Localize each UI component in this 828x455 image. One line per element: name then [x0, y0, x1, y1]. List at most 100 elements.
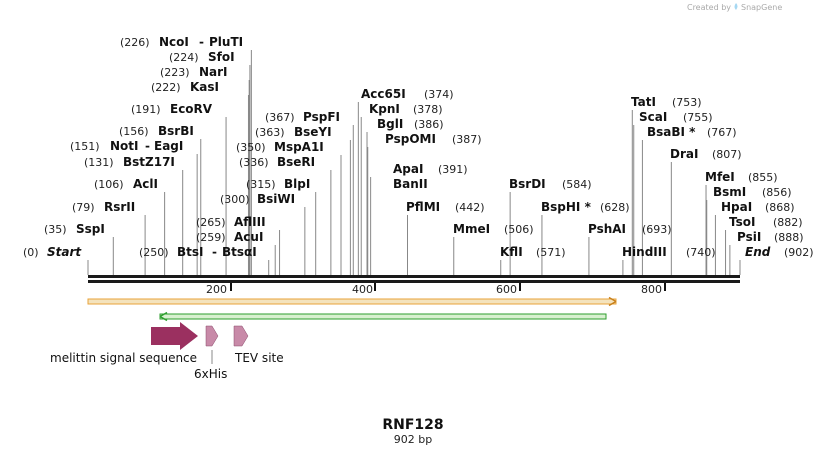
site-bgli-position: (386)	[414, 118, 444, 131]
plasmid-name: RNF128	[382, 417, 443, 433]
site-mspa1i[interactable]: (350) MspA1I	[236, 140, 324, 154]
snapgene-logo-icon	[734, 3, 738, 10]
site-bseri-position: (336)	[239, 156, 269, 169]
site-hindiii[interactable]: HindIII (740)	[622, 245, 716, 259]
site-sspi-label: SspI	[76, 222, 105, 236]
site-noti-eagi[interactable]: (151) NotI - EagI	[70, 139, 183, 153]
site-mspa1i-label: MspA1I	[274, 140, 324, 154]
site-pshai-label: PshAI	[588, 222, 626, 236]
site-mmei-position: (506)	[504, 223, 534, 236]
site-acc65i[interactable]: Acc65I (374)	[361, 87, 454, 101]
site-start-label: Start	[47, 245, 82, 259]
site-pspfi-position: (367)	[265, 111, 295, 124]
site-rsrii-position: (79)	[72, 201, 95, 214]
orf-reverse[interactable]	[159, 311, 607, 322]
site-mfei-label: MfeI	[705, 170, 735, 184]
site-bsrbi-position: (156)	[119, 125, 149, 138]
feature-melittin-signal-sequence[interactable]: melittin signal sequence	[50, 322, 198, 365]
site-pspomi[interactable]: PspOMI (387)	[385, 132, 482, 146]
site-afliii-label: AflIII	[234, 215, 266, 229]
site-bstz17i[interactable]: (131) BstZ17I	[84, 155, 175, 169]
site-bsiwi-position: (300)	[220, 193, 250, 206]
credit-prefix: Created by	[687, 3, 731, 12]
site-ecorv-label: EcoRV	[170, 102, 213, 116]
site-scai-position: (755)	[683, 111, 713, 124]
site-bsiwi[interactable]: (300) BsiWI	[220, 192, 295, 206]
site-afliii-position: (265)	[196, 216, 226, 229]
scale-label-800: 800	[641, 283, 662, 296]
orf-forward-bar	[87, 298, 617, 305]
orf-forward[interactable]	[87, 296, 617, 307]
site-rsrii[interactable]: (79) RsrII	[72, 200, 135, 214]
site-dash-separator: -	[145, 139, 150, 153]
site-bseyi[interactable]: (363) BseYI	[255, 125, 332, 139]
site-mfei[interactable]: MfeI (855)	[705, 170, 778, 184]
backbone-top-strand	[88, 275, 740, 278]
site-drai-position: (807)	[712, 148, 742, 161]
site-tati[interactable]: TatI (753)	[631, 95, 702, 109]
site-acui[interactable]: (259) AcuI	[196, 230, 263, 244]
site-start[interactable]: (0) Start	[23, 245, 82, 259]
site-nari-label: NarI	[199, 65, 228, 79]
site-pshai[interactable]: PshAI (693)	[588, 222, 672, 236]
site-blpi[interactable]: (315) BlpI	[246, 177, 310, 191]
site-bsabi[interactable]: BsaBI * (767)	[647, 125, 737, 139]
site-btsi-btsai[interactable]: (250) BtsI - BtsαI	[139, 245, 257, 259]
site-kasi[interactable]: (222) KasI	[151, 80, 219, 94]
site-sfoi[interactable]: (224) SfoI	[169, 50, 235, 64]
site-bgli[interactable]: BglI (386)	[377, 117, 444, 131]
site-btsi-position: (250)	[139, 246, 169, 259]
site-kasi-position: (222)	[151, 81, 181, 94]
site-bsrbi[interactable]: (156) BsrBI	[119, 124, 194, 138]
site-apai-position: (391)	[438, 163, 468, 176]
site-bsrdi[interactable]: BsrDI (584)	[509, 177, 592, 191]
plasmid-length: 902 bp	[394, 433, 432, 446]
site-ecorv[interactable]: (191) EcoRV	[131, 102, 213, 116]
scale-label-200: 200	[206, 283, 227, 296]
site-drai[interactable]: DraI (807)	[670, 147, 742, 161]
scale-ruler: 200 400 600 800	[206, 283, 666, 296]
feature-tev-site[interactable]: TEV site	[233, 325, 284, 365]
site-acui-position: (259)	[196, 231, 226, 244]
site-apai-banii[interactable]: ApaI (391) BanII	[393, 162, 468, 191]
site-ncoi-pluti[interactable]: (226) NcoI - PluTI	[120, 35, 243, 49]
tev-site-label: TEV site	[234, 351, 284, 365]
site-bsphi[interactable]: BspHI * (628)	[541, 200, 630, 214]
site-kfli[interactable]: KflI (571)	[500, 245, 566, 259]
site-kpni[interactable]: KpnI (378)	[369, 102, 443, 116]
site-bsphi-label: BspHI *	[541, 200, 592, 214]
site-bseri[interactable]: (336) BseRI	[239, 155, 315, 169]
site-psii-label: PsiI	[737, 230, 761, 244]
site-bstz17i-label: BstZ17I	[123, 155, 175, 169]
site-dash-separator: -	[199, 35, 204, 49]
site-tati-label: TatI	[631, 95, 656, 109]
site-hpai[interactable]: HpaI (868)	[721, 200, 795, 214]
site-tsoi-position: (882)	[773, 216, 803, 229]
site-blpi-position: (315)	[246, 178, 276, 191]
site-pflmi[interactable]: PflMI (442)	[406, 200, 485, 214]
his-tag-shape	[205, 325, 219, 347]
site-afliii[interactable]: (265) AflIII	[196, 215, 266, 229]
site-end[interactable]: End (902)	[745, 245, 814, 259]
site-psii[interactable]: PsiI (888)	[737, 230, 804, 244]
site-mmei[interactable]: MmeI (506)	[453, 222, 534, 236]
site-dash-separator: -	[212, 245, 217, 259]
site-banii-label: BanII	[393, 177, 428, 191]
site-scai[interactable]: ScaI (755)	[639, 110, 713, 124]
site-pspfi[interactable]: (367) PspFI	[265, 110, 340, 124]
site-bsabi-position: (767)	[707, 126, 737, 139]
site-bsrdi-position: (584)	[562, 178, 592, 191]
site-acc65i-position: (374)	[424, 88, 454, 101]
scale-label-600: 600	[496, 283, 517, 296]
feature-6xhis[interactable]: 6xHis	[194, 325, 227, 381]
site-rsrii-label: RsrII	[104, 200, 135, 214]
site-acli[interactable]: (106) AclI	[94, 177, 158, 191]
site-tsoi[interactable]: TsoI (882)	[729, 215, 803, 229]
site-bsmi[interactable]: BsmI (856)	[713, 185, 792, 199]
site-nari[interactable]: (223) NarI	[160, 65, 228, 79]
site-pspomi-label: PspOMI	[385, 132, 436, 146]
site-scai-label: ScaI	[639, 110, 667, 124]
site-sspi[interactable]: (35) SspI	[44, 222, 105, 236]
site-bstz17i-position: (131)	[84, 156, 114, 169]
